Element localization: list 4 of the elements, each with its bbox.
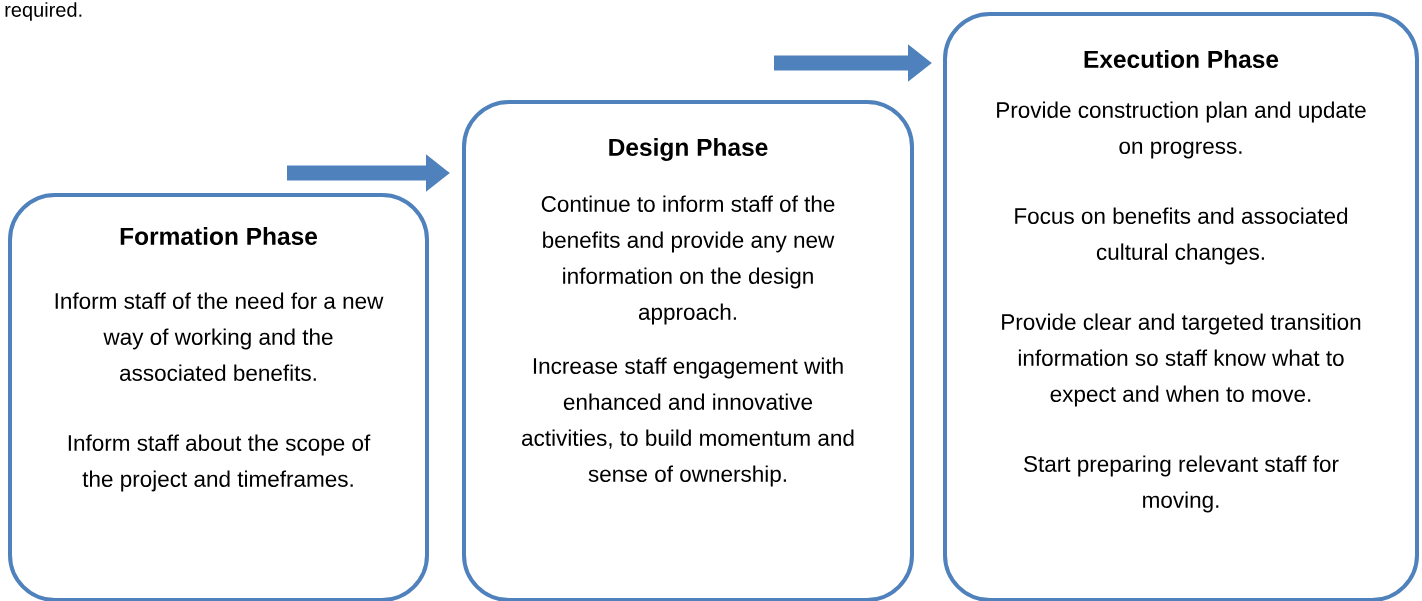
phase-box: Execution Phase Provide construction plan and update on progress. Focus on benefits and associated cultural changes. Provide clear and targeted transition information so staff know what to expect and when to move. Start preparing relevant staff for moving. [943,12,1419,601]
text-fragment: required. [5,2,82,21]
phase-box: Formation Phase Inform staff of the need for a new way of working and the associated benefits. Inform staff about the scope of the project and timeframes. [8,193,429,601]
phase-box: Design Phase Continue to inform staff of the benefits and provide any new information on the design approach. Increase staff engagement with enhanced and innovative activities, to build momentum and sense of ownership. [462,100,914,601]
